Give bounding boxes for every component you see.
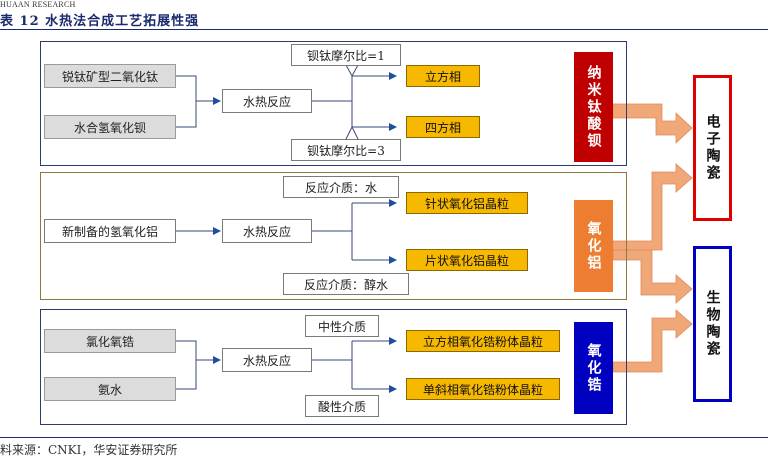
s3-input-bracket <box>176 340 197 390</box>
process-hydrothermal-3: 水热反应 <box>222 348 312 372</box>
section-zirconia <box>40 309 627 425</box>
material-zirconia: 氧化锆 <box>574 322 613 414</box>
condition-acidic-medium: 酸性介质 <box>305 395 379 417</box>
footer-divider <box>0 437 768 438</box>
input-zirconium-oxychloride: 氯化氧锆 <box>44 329 176 353</box>
application-bio-ceramics: 生物陶瓷 <box>693 246 732 402</box>
input-fresh-aluminum-hydroxide: 新制备的氢氧化铝 <box>44 219 176 243</box>
arrow-zirconia-to-bio <box>612 309 693 373</box>
condition-water-medium: 反应介质：水 <box>283 176 399 198</box>
arrow-nano-to-electronic <box>612 103 693 144</box>
product-tetragonal-phase: 四方相 <box>406 116 480 138</box>
brand-label: HUAAN RESEARCH <box>0 0 76 9</box>
source-note: 料来源：CNKI，华安证券研究所 <box>0 443 178 457</box>
product-cubic-phase: 立方相 <box>406 65 480 87</box>
process-hydrothermal-2: 水热反应 <box>222 219 312 243</box>
section-barium-titanate <box>40 41 627 166</box>
product-monoclinic-zirconia: 单斜相氧化锆粉体晶粒 <box>406 378 560 400</box>
product-needle-alumina: 针状氧化铝晶粒 <box>406 192 528 214</box>
process-hydrothermal-1: 水热反应 <box>222 89 312 113</box>
product-flake-alumina: 片状氧化铝晶粒 <box>406 249 528 271</box>
condition-ratio-3: 钡钛摩尔比=3 <box>291 139 401 161</box>
material-alumina: 氧化铝 <box>574 200 613 292</box>
s1-condition-tick-2 <box>345 125 359 140</box>
condition-ratio-1: 钡钛摩尔比=1 <box>291 44 401 66</box>
arrow-alumina-to-electronic <box>612 163 693 251</box>
input-barium-hydroxide: 水合氢氧化钡 <box>44 115 176 139</box>
input-ammonia-water: 氨水 <box>44 377 176 401</box>
figure-title: 表 12 水热法合成工艺拓展性强 <box>0 14 200 29</box>
product-cubic-zirconia: 立方相氧化锆粉体晶粒 <box>406 330 560 352</box>
title-divider <box>0 29 768 30</box>
section-alumina <box>40 172 627 300</box>
condition-neutral-medium: 中性介质 <box>305 315 379 337</box>
arrow-alumina-to-bio <box>612 249 693 304</box>
input-anatase-titania: 锐钛矿型二氧化钛 <box>44 64 176 88</box>
application-electronic-ceramics: 电子陶瓷 <box>693 75 732 221</box>
condition-alcohol-water-medium: 反应介质：醇水 <box>283 273 409 295</box>
material-nano-barium-titanate: 纳米钛酸钡 <box>574 52 613 162</box>
s1-condition-tick-1 <box>345 64 359 78</box>
